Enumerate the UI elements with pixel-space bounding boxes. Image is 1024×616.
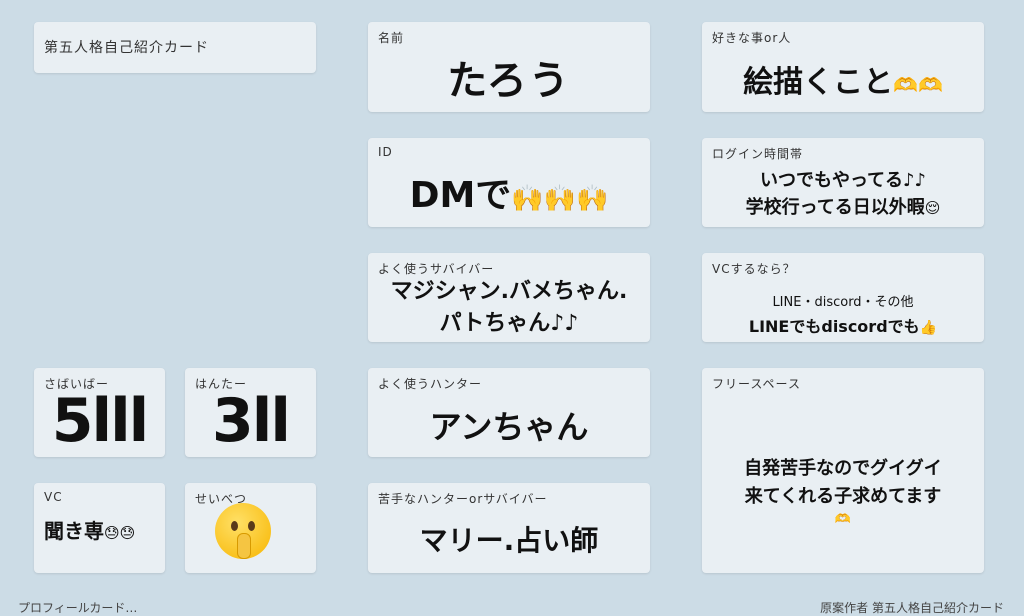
hunter-rank-card: はんたー 3ll — [185, 368, 316, 457]
vc-pref-card: VCするなら？ LINE・discord・その他 LINEでもdiscordでも… — [702, 253, 984, 342]
gender-label: せいべつ — [195, 492, 248, 506]
id-value: DMで — [409, 175, 512, 216]
vc-value: 聞き専 — [44, 519, 104, 543]
heart-hands-icon: 🫶 — [834, 512, 852, 527]
survivor-card: よく使うサバイバー マジシャン.バメちゃん. パトちゃん♪♪ — [368, 253, 650, 342]
weak-label: 苦手なハンターorサバイバー — [378, 492, 548, 506]
shushing-face-icon — [215, 503, 271, 559]
hunter-rank-label: はんたー — [195, 377, 248, 391]
login-time-line1: いつでもやってる♪♪ — [759, 170, 927, 191]
name-card: 名前 たろう — [368, 22, 650, 112]
footer-left: プロフィールカード… — [18, 601, 138, 615]
thumbs-up-icon: 👍 — [919, 320, 938, 336]
hunter-rank-value: 3ll — [212, 386, 291, 456]
heart-hands-icon: 🫶🫶 — [893, 73, 943, 97]
hunter-card: よく使うハンター アンちゃん — [368, 368, 650, 457]
name-label: 名前 — [378, 31, 405, 45]
sweat-face-icon: 😓😓 — [104, 524, 136, 542]
id-card: ID DMで🙌🙌🙌 — [368, 138, 650, 227]
login-time-label: ログイン時間帯 — [712, 147, 804, 161]
card-title: 第五人格自己紹介カード — [44, 40, 209, 56]
relieved-face-icon: 😌 — [924, 199, 941, 217]
login-time-line2-row: 学校行ってる日以外暇😌 — [702, 195, 984, 221]
id-label: ID — [378, 145, 393, 159]
free-space-line1: 自発苦手なのでグイグイ — [744, 458, 942, 479]
vc-pref-line1: LINE・discord・その他 — [772, 295, 914, 310]
likes-card: 好きな事or人 絵描くこと🫶🫶 — [702, 22, 984, 112]
hunter-value: アンちゃん — [429, 408, 589, 446]
survivor-rank-value: 5lll — [51, 386, 149, 456]
survivor-label: よく使うサバイバー — [378, 262, 495, 276]
login-time-line2: 学校行ってる日以外暇 — [745, 197, 925, 218]
vc-value-row: 聞き専😓😓 — [44, 515, 135, 544]
weak-card: 苦手なハンターorサバイバー マリー.占い師 — [368, 483, 650, 573]
gender-card: せいべつ — [185, 483, 316, 573]
free-space-line2: 来てくれる子求めてます — [744, 486, 942, 507]
id-value-row: DMで🙌🙌🙌 — [368, 166, 650, 218]
likes-label: 好きな事or人 — [712, 31, 792, 45]
likes-value: 絵描くこと — [743, 65, 894, 100]
survivor-line1: マジシャン.バメちゃん. — [390, 279, 628, 304]
vc-pref-label: VCするなら？ — [712, 262, 796, 276]
likes-value-row: 絵描くこと🫶🫶 — [702, 57, 984, 101]
free-space-label: フリースペース — [712, 377, 801, 391]
vc-pref-line2: LINEでもdiscordでも — [748, 317, 920, 336]
survivor-rank-card: さばいばー 5lll — [34, 368, 165, 457]
name-value: たろう — [447, 58, 571, 104]
login-time-card: ログイン時間帯 いつでもやってる♪♪ 学校行ってる日以外暇😌 — [702, 138, 984, 227]
free-space-card: フリースペース 自発苦手なのでグイグイ 来てくれる子求めてます 🫶 — [702, 368, 984, 573]
survivor-line2: パトちゃん♪♪ — [439, 311, 579, 336]
hunter-label: よく使うハンター — [378, 377, 483, 391]
survivor-rank-label: さばいばー — [44, 377, 110, 391]
vc-pref-line2-row: LINEでもdiscordでも👍 — [702, 313, 984, 337]
raising-hands-icon: 🙌🙌🙌 — [511, 184, 609, 214]
weak-value: マリー.占い師 — [419, 524, 599, 557]
title-card: 第五人格自己紹介カード — [34, 22, 316, 73]
footer-right: 原案作者 第五人格自己紹介カード — [820, 601, 1004, 615]
vc-card: VC 聞き専😓😓 — [34, 483, 165, 573]
vc-label: VC — [44, 490, 63, 504]
